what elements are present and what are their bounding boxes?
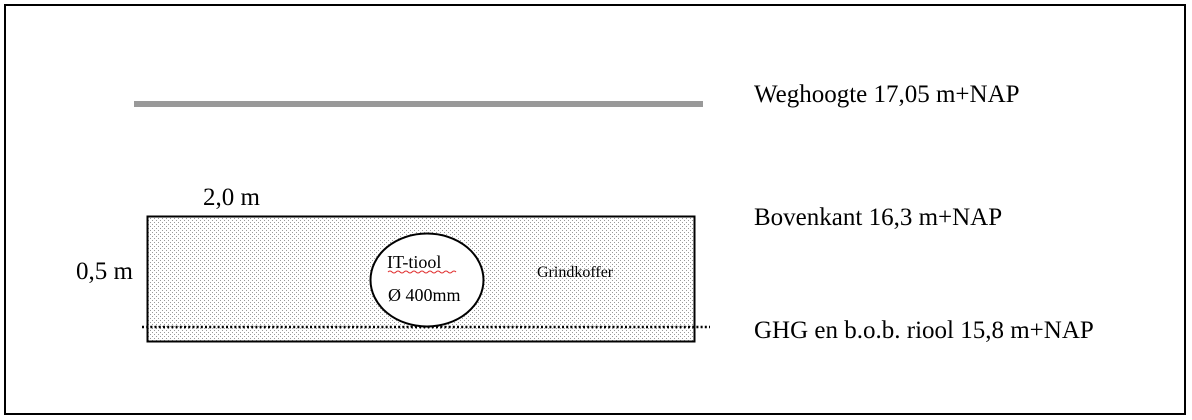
- diagram-frame: [4, 4, 1186, 415]
- spellcheck-underline: [387, 270, 457, 274]
- pipe-diameter-label: Ø 400mm: [388, 285, 461, 305]
- bottom-level-label: GHG en b.o.b. riool 15,8 m+NAP: [754, 317, 1094, 344]
- pipe-circle: [369, 232, 485, 328]
- pipe-name-label: IT-tiool: [387, 252, 441, 272]
- road-level-label: Weghoogte 17,05 m+NAP: [754, 81, 1020, 108]
- width-dimension-label: 2,0 m: [203, 184, 261, 211]
- top-level-label: Bovenkant 16,3 m+NAP: [754, 204, 1002, 231]
- height-dimension-label: 0,5 m: [76, 258, 134, 285]
- gravel-fill-label: Grindkoffer: [537, 264, 614, 281]
